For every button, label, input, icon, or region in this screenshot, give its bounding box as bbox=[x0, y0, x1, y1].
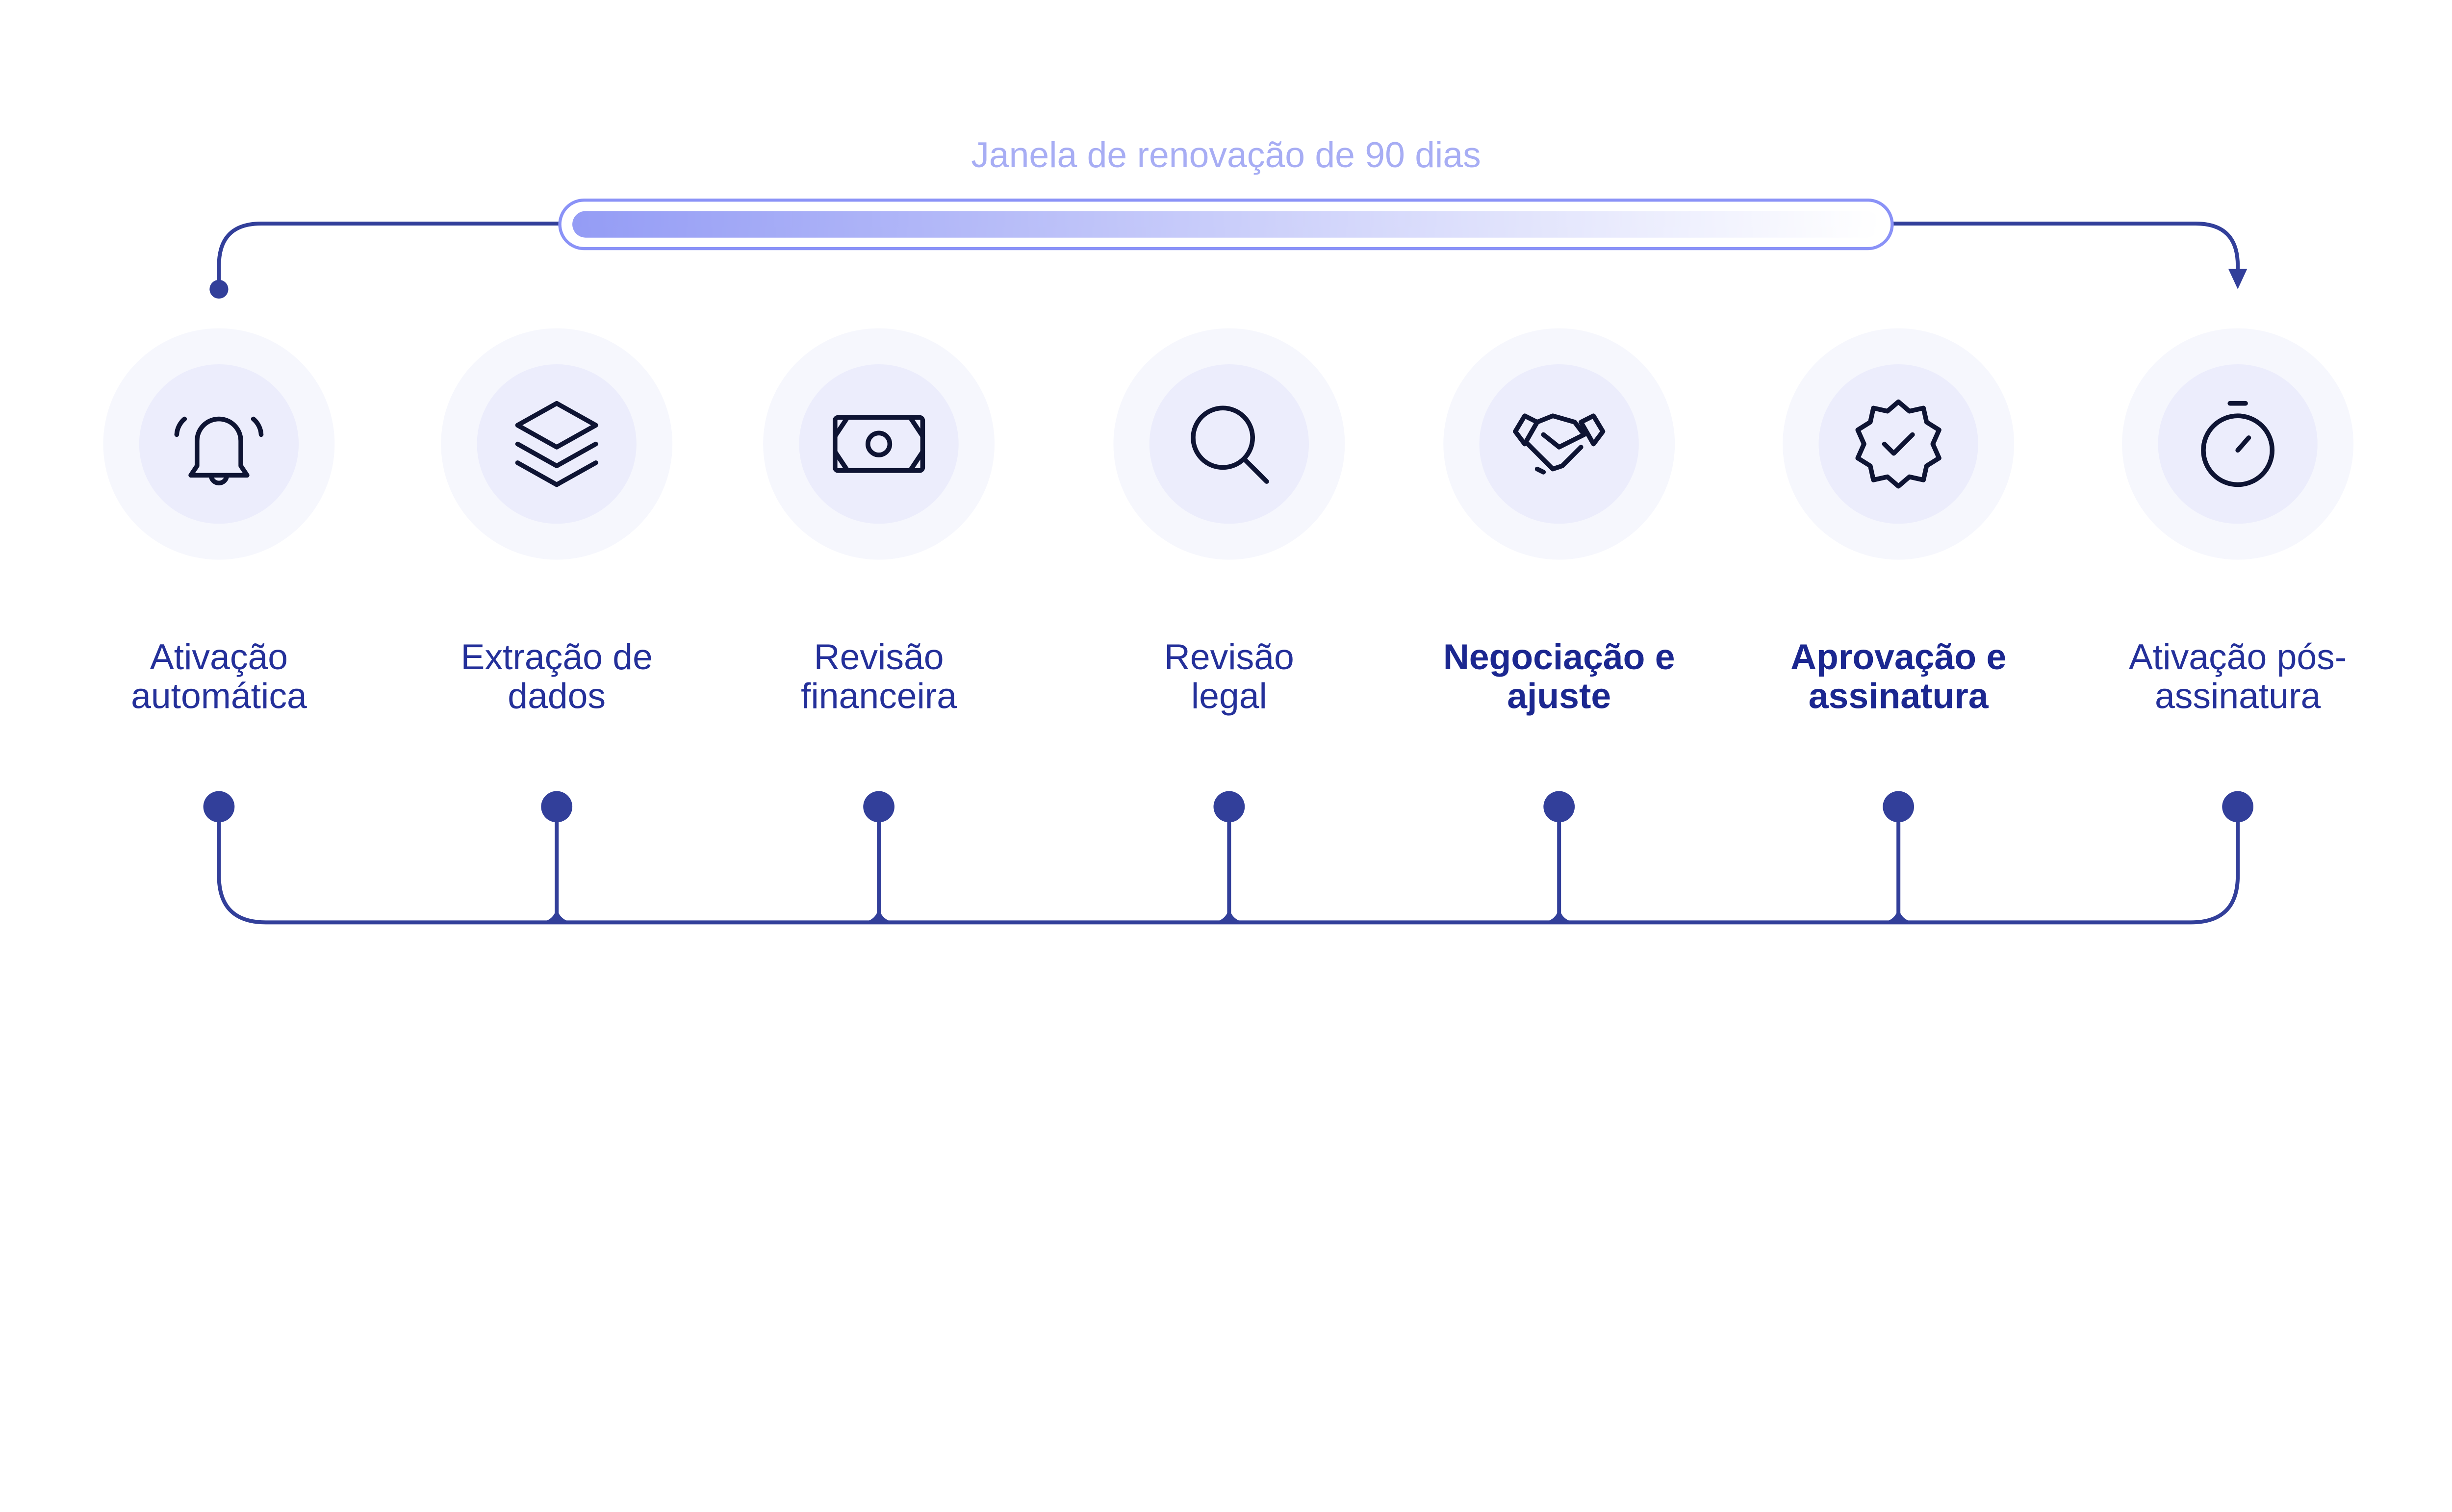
step-junction bbox=[1543, 904, 1575, 923]
handshake-icon bbox=[1513, 413, 1606, 475]
step-label-line1: Extração de bbox=[461, 637, 653, 677]
icon-disc bbox=[799, 364, 959, 524]
step-dot bbox=[541, 791, 573, 823]
step-1: Ativação automática bbox=[103, 328, 335, 823]
start-dot bbox=[209, 279, 229, 299]
icon-disc bbox=[2158, 364, 2318, 524]
step-5: Negociação e ajuste bbox=[1443, 328, 1675, 823]
step-dot bbox=[863, 791, 894, 823]
step-label-line2: ajuste bbox=[1507, 676, 1611, 716]
step-label-line1: Negociação e bbox=[1443, 637, 1675, 677]
step-label-line1: Revisão bbox=[814, 637, 944, 677]
layers-icon bbox=[515, 401, 598, 487]
step-label-line2: assinatura bbox=[2155, 676, 2321, 716]
step-label-line2: assinatura bbox=[1809, 676, 1989, 716]
step-6: Aprovação e assinatura bbox=[1783, 328, 2015, 823]
top-connector bbox=[217, 222, 2240, 289]
step-junction bbox=[1883, 904, 1915, 923]
step-label-line2: automática bbox=[131, 676, 307, 716]
step-label-line1: Ativação bbox=[150, 637, 288, 677]
window-title: Janela de renovação de 90 dias bbox=[971, 135, 1481, 175]
step-3: Revisão financeira bbox=[763, 328, 995, 823]
icon-disc bbox=[139, 364, 299, 524]
stopwatch-icon bbox=[2201, 401, 2275, 487]
step-junction bbox=[541, 904, 573, 923]
step-label-line2: legal bbox=[1191, 676, 1267, 716]
search-icon bbox=[1191, 405, 1269, 484]
icon-disc bbox=[477, 364, 637, 524]
step-dot bbox=[2222, 791, 2254, 823]
step-label-line1: Revisão bbox=[1164, 637, 1294, 677]
connector-stems bbox=[541, 806, 1915, 923]
bell-icon bbox=[174, 416, 264, 486]
step-dot bbox=[203, 791, 235, 823]
banknote-icon bbox=[833, 415, 925, 473]
step-label-line2: dados bbox=[508, 676, 606, 716]
step-7: Ativação pós- assinatura bbox=[2122, 328, 2354, 823]
step-dot bbox=[1213, 791, 1245, 823]
step-dot bbox=[1883, 791, 1915, 823]
arrow-head-icon bbox=[2228, 269, 2248, 289]
icon-disc bbox=[1479, 364, 1639, 524]
step-label-line1: Aprovação e bbox=[1790, 637, 2006, 677]
badge-check-icon bbox=[1855, 399, 1941, 489]
renewal-process-diagram: Janela de renovação de 90 dias Ativação … bbox=[103, 135, 2354, 925]
icon-disc bbox=[1149, 364, 1309, 524]
step-junction bbox=[863, 904, 894, 923]
step-4: Revisão legal bbox=[1113, 328, 1345, 823]
steps: Ativação automática Extração de dados Re… bbox=[103, 328, 2354, 823]
step-junction bbox=[1213, 904, 1245, 923]
step-label-line1: Ativação pós- bbox=[2129, 637, 2347, 677]
renewal-window-fill bbox=[572, 211, 1880, 238]
step-2: Extração de dados bbox=[441, 328, 673, 823]
icon-disc bbox=[1818, 364, 1978, 524]
step-dot bbox=[1543, 791, 1575, 823]
step-label-line2: financeira bbox=[801, 676, 957, 716]
